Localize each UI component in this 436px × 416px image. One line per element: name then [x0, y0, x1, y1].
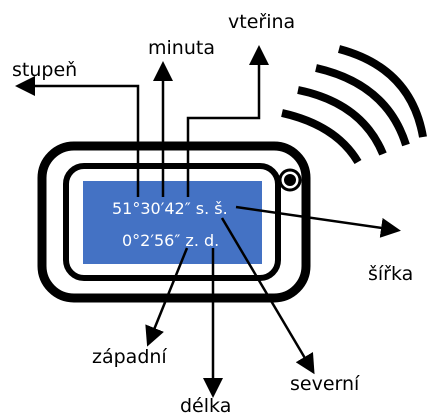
- latitude-readout: 51°30′42″ s. š.: [112, 199, 228, 218]
- label-sirka: šířka: [368, 263, 413, 285]
- signal-waves-icon: [281, 45, 427, 165]
- label-zapadni: západní: [92, 346, 167, 368]
- label-stupen: stupeň: [12, 59, 77, 81]
- gps-device-icon: [37, 141, 311, 303]
- longitude-readout: 0°2′56″ z. d.: [122, 231, 219, 250]
- arrow-stupen: [15, 76, 140, 197]
- label-delka: délka: [180, 395, 231, 416]
- arrow-sirka: [235, 205, 401, 238]
- label-severni: severní: [290, 373, 360, 395]
- device-button-icon[interactable]: [278, 168, 302, 192]
- label-vterina: vteřina: [228, 11, 295, 33]
- label-minuta: minuta: [148, 37, 215, 59]
- arrow-severni: [220, 217, 315, 375]
- arrow-zapadni: [145, 247, 189, 347]
- device-screen: [83, 181, 262, 264]
- arrow-vterina: [186, 45, 269, 197]
